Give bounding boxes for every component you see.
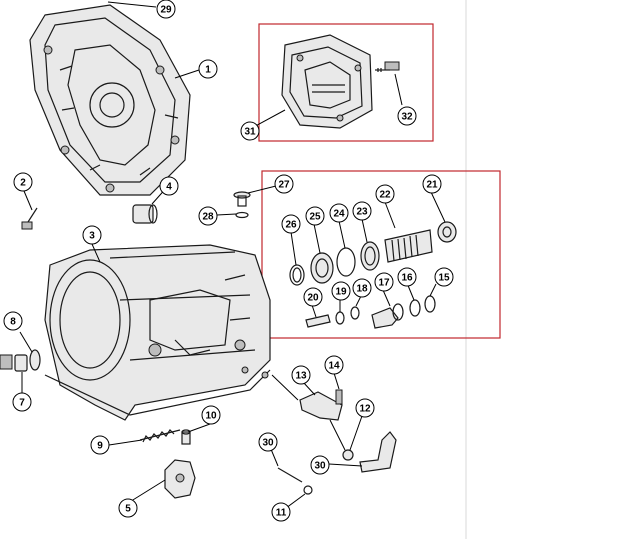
svg-text:24: 24	[333, 209, 345, 220]
bushing-12	[342, 449, 354, 461]
svg-text:18: 18	[356, 284, 368, 295]
svg-text:17: 17	[378, 278, 390, 289]
svg-text:9: 9	[97, 441, 103, 452]
callout-5: 5	[118, 498, 138, 518]
svg-text:21: 21	[426, 180, 438, 191]
pin-30-lower	[277, 467, 303, 483]
bell-housing	[29, 4, 191, 196]
svg-text:30: 30	[314, 461, 326, 472]
callout-19: 19	[331, 281, 351, 301]
svg-text:5: 5	[125, 504, 131, 515]
clip-11	[303, 485, 313, 495]
shift-lever-30	[359, 431, 397, 473]
callout-30-upper: 30	[258, 432, 278, 452]
highlight-box-housing	[258, 23, 434, 142]
svg-text:29: 29	[160, 5, 172, 16]
ring-15	[424, 295, 436, 313]
plug-4	[132, 204, 158, 224]
ring-26	[289, 264, 305, 286]
ring-16	[409, 299, 421, 317]
callout-2: 2	[13, 172, 33, 192]
bolt-32	[375, 61, 400, 72]
svg-text:19: 19	[335, 287, 347, 298]
svg-text:15: 15	[438, 273, 450, 284]
svg-text:25: 25	[309, 212, 321, 223]
callout-22: 22	[375, 184, 395, 204]
svg-text:27: 27	[278, 180, 290, 191]
callout-15: 15	[434, 267, 454, 287]
bracket-5	[164, 459, 196, 499]
callout-9: 9	[90, 435, 110, 455]
svg-text:11: 11	[276, 508, 287, 519]
svg-text:2: 2	[20, 178, 26, 189]
svg-text:16: 16	[401, 273, 413, 284]
callout-31: 31	[240, 121, 260, 141]
ring-23	[360, 241, 380, 271]
ring-18	[350, 306, 360, 320]
svg-text:28: 28	[202, 212, 214, 223]
callout-10: 10	[201, 405, 221, 425]
spring-9	[139, 429, 181, 443]
svg-text:32: 32	[401, 112, 413, 123]
svg-text:12: 12	[359, 404, 371, 415]
callout-27: 27	[274, 174, 294, 194]
callout-23: 23	[352, 201, 372, 221]
callout-4: 4	[159, 176, 179, 196]
svg-text:10: 10	[205, 411, 217, 422]
callout-13: 13	[291, 365, 311, 385]
gear-17	[371, 303, 404, 329]
collar-21	[437, 221, 457, 243]
svg-text:30: 30	[262, 438, 274, 449]
callout-3: 3	[82, 225, 102, 245]
pin-10	[181, 429, 191, 445]
callout-12: 12	[355, 398, 375, 418]
callout-1: 1	[198, 59, 218, 79]
transmission-case	[44, 244, 271, 421]
svg-text:14: 14	[328, 361, 340, 372]
svg-text:22: 22	[379, 190, 391, 201]
lever-13	[299, 391, 343, 421]
svg-text:13: 13	[295, 371, 307, 382]
callout-30-lower: 30	[310, 455, 330, 475]
callout-25: 25	[305, 206, 325, 226]
plug-7	[0, 354, 28, 372]
svg-text:26: 26	[285, 220, 297, 231]
svg-text:20: 20	[307, 293, 319, 304]
callout-21: 21	[422, 174, 442, 194]
snap-ring-24	[336, 247, 356, 277]
svg-text:7: 7	[19, 398, 25, 409]
callout-17: 17	[374, 272, 394, 292]
callout-24: 24	[329, 203, 349, 223]
callout-7: 7	[12, 392, 32, 412]
svg-text:1: 1	[205, 65, 211, 76]
callout-14: 14	[324, 355, 344, 375]
washer-28	[235, 211, 249, 219]
highlight-box-gear-assembly	[261, 170, 501, 339]
seal-8	[29, 349, 41, 371]
output-shaft-22	[384, 229, 433, 263]
callout-8: 8	[3, 311, 23, 331]
callout-20: 20	[303, 287, 323, 307]
callout-26: 26	[281, 214, 301, 234]
extension-housing	[281, 34, 373, 129]
pin-20	[305, 314, 331, 328]
callout-32: 32	[397, 106, 417, 126]
callout-18: 18	[352, 278, 372, 298]
svg-text:8: 8	[10, 317, 16, 328]
callout-29: 29	[156, 0, 176, 19]
svg-text:23: 23	[356, 207, 368, 218]
fitting-27	[233, 191, 251, 207]
callout-11: 11	[271, 502, 291, 522]
bolt-2	[21, 207, 38, 230]
bearing-25	[310, 252, 334, 284]
ring-19	[335, 311, 345, 325]
spring-14	[335, 389, 343, 405]
svg-text:4: 4	[166, 182, 172, 193]
svg-text:31: 31	[244, 127, 256, 138]
svg-text:3: 3	[89, 231, 95, 242]
callout-28: 28	[198, 206, 218, 226]
callout-16: 16	[397, 267, 417, 287]
